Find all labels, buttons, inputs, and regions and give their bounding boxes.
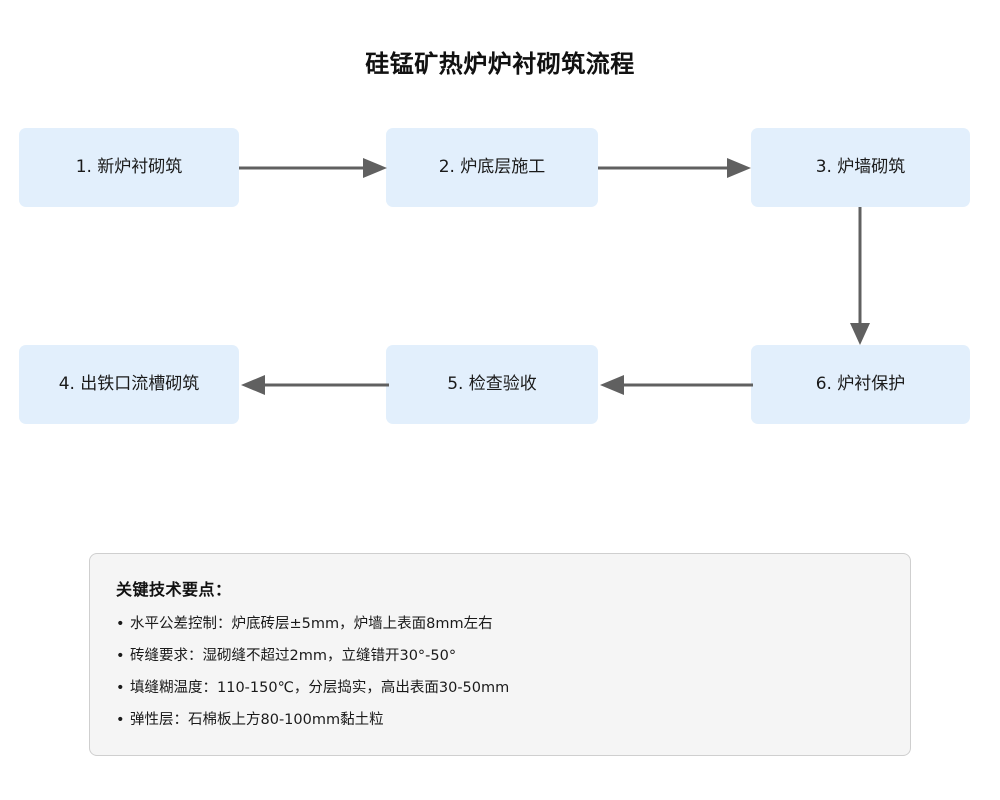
flow-node-2-label: 2. 炉底层施工: [438, 157, 546, 178]
key-point-text: 水平公差控制：炉底砖层±5mm，炉墙上表面8mm左右: [130, 616, 493, 632]
flow-node-4[interactable]: 4. 出铁口流槽砌筑: [19, 345, 239, 424]
key-point-text: 填缝糊温度：110-150℃，分层捣实，高出表面30-50mm: [130, 680, 510, 697]
arrow-node5-to-node4: [239, 371, 389, 399]
key-point-item: • 弹性层：石棉板上方80-100mm黏土粒: [116, 711, 884, 729]
flowchart: 1. 新炉衬砌筑 2. 炉底层施工 3. 炉墙砌筑 4. 出铁口流槽砌筑 5. …: [19, 128, 970, 424]
arrow-node1-to-node2: [239, 154, 389, 182]
flow-node-5-label: 5. 检查验收: [447, 374, 537, 395]
flow-node-1[interactable]: 1. 新炉衬砌筑: [19, 128, 239, 207]
key-point-text: 砖缝要求：湿砌缝不超过2mm，立缝错开30°-50°: [130, 648, 457, 665]
page-title: 硅锰矿热炉炉衬砌筑流程: [365, 50, 635, 78]
arrow-node6-to-node5: [598, 371, 753, 399]
arrow-node2-to-node3: [598, 154, 753, 182]
bullet-icon: •: [116, 648, 125, 665]
key-point-text: 弹性层：石棉板上方80-100mm黏土粒: [130, 712, 384, 729]
flow-node-6[interactable]: 6. 炉衬保护: [751, 345, 970, 424]
flow-node-3-label: 3. 炉墙砌筑: [815, 157, 906, 178]
flow-node-2[interactable]: 2. 炉底层施工: [386, 128, 598, 207]
bullet-icon: •: [116, 680, 125, 697]
bullet-icon: •: [116, 616, 125, 632]
flow-node-3[interactable]: 3. 炉墙砌筑: [751, 128, 970, 207]
bullet-icon: •: [116, 712, 125, 729]
key-points-heading: 关键技术要点：: [116, 580, 232, 599]
key-point-item: • 砖缝要求：湿砌缝不超过2mm，立缝错开30°-50°: [116, 647, 884, 665]
flow-node-6-label: 6. 炉衬保护: [815, 374, 906, 395]
arrow-node3-to-node6: [846, 207, 874, 347]
flow-node-1-label: 1. 新炉衬砌筑: [75, 157, 183, 178]
flow-node-5[interactable]: 5. 检查验收: [386, 345, 598, 424]
key-points-panel: 关键技术要点： • 水平公差控制：炉底砖层±5mm，炉墙上表面8mm左右 • 砖…: [89, 553, 911, 756]
key-points-list: • 水平公差控制：炉底砖层±5mm，炉墙上表面8mm左右 • 砖缝要求：湿砌缝不…: [116, 615, 884, 730]
flow-node-4-label: 4. 出铁口流槽砌筑: [58, 374, 200, 395]
key-point-item: • 填缝糊温度：110-150℃，分层捣实，高出表面30-50mm: [116, 679, 884, 697]
key-point-item: • 水平公差控制：炉底砖层±5mm，炉墙上表面8mm左右: [116, 615, 884, 633]
